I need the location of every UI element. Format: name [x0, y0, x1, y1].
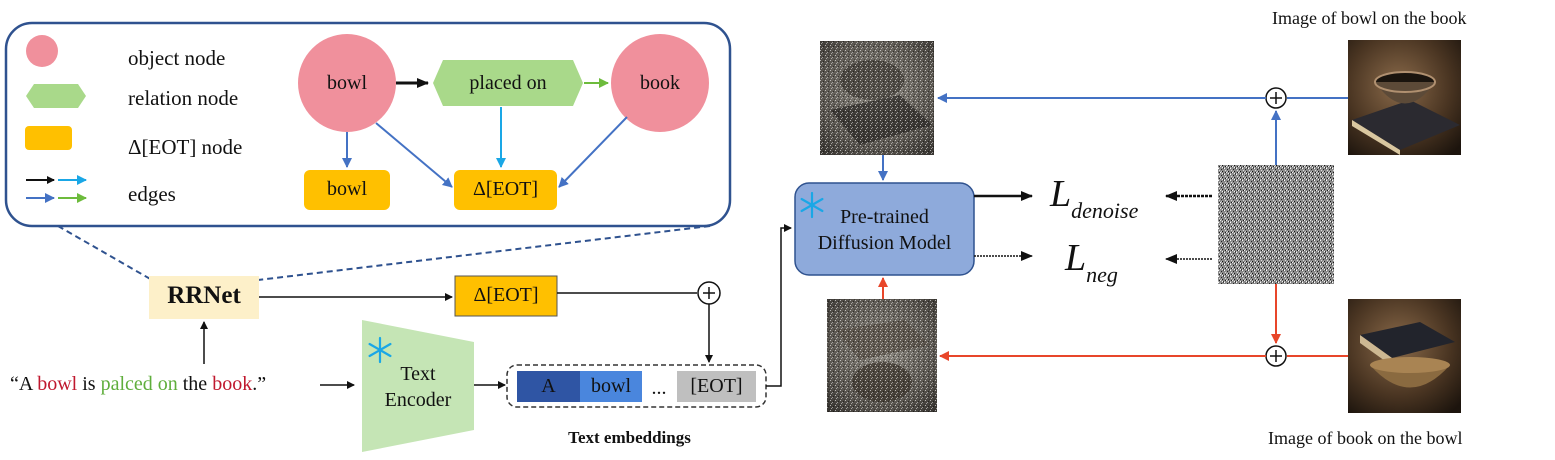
token-a	[517, 371, 580, 402]
legend-object-node-label: object node	[128, 46, 226, 70]
token-a-label: A	[541, 375, 556, 397]
subject-node-label: bowl	[327, 72, 367, 94]
subject-child-node	[304, 170, 390, 210]
legend-relation-node-label: relation node	[128, 86, 239, 110]
delta-eot-box	[454, 275, 558, 317]
text-prompt: “A bowl is palced on the book.”	[10, 373, 266, 396]
rrnet-box	[149, 276, 259, 319]
snowflake-icon	[368, 336, 392, 364]
text-encoder-line2: Encoder	[384, 389, 452, 411]
plus-circle-icon	[1265, 87, 1287, 109]
prompt-relation: palced on	[100, 373, 178, 395]
arrow-embeddings-to-diffusion	[766, 224, 792, 387]
embeddings-caption: Text embeddings	[568, 428, 691, 447]
text-encoder-line1: Text	[400, 363, 436, 385]
object-node-label: book	[640, 72, 680, 94]
diffusion-model-box	[794, 182, 975, 276]
legend-edges-label: edges	[128, 182, 176, 206]
object-object-node	[611, 34, 709, 132]
delta-eot-label: Δ[EOT]	[473, 284, 539, 306]
loss-neg-subscript: neg	[1086, 262, 1118, 287]
gaussian-noise-image	[1218, 165, 1334, 284]
legend-relation-node-swatch	[26, 84, 86, 108]
noisy-negative-image	[827, 299, 937, 412]
positive-image-caption: Image of bowl on the book	[1272, 8, 1467, 28]
token-eot	[677, 371, 756, 402]
loss-denoise-subscript: denoise	[1071, 198, 1139, 223]
positive-photo	[1348, 40, 1461, 155]
prompt-subject: bowl	[37, 373, 78, 395]
prompt-segment: the	[177, 373, 213, 395]
relation-node-label: placed on	[469, 72, 547, 94]
prompt-segment: is	[77, 373, 101, 395]
loss-denoise-symbol: L	[1050, 173, 1072, 215]
legend-eot-node-label: Δ[EOT] node	[128, 135, 243, 159]
loss-neg-symbol: L	[1065, 237, 1087, 279]
eot-graph-node	[454, 170, 557, 210]
noisy-positive-image	[820, 41, 934, 155]
token-eot-label: [EOT]	[690, 375, 743, 397]
diffusion-line2: Diffusion Model	[817, 232, 952, 254]
subject-object-node	[298, 34, 396, 132]
token-ellipsis-label: ...	[651, 377, 667, 399]
prompt-object: book	[212, 373, 253, 395]
edge-object-eot	[558, 116, 628, 188]
plus-circle-icon	[697, 281, 721, 305]
snowflake-icon	[800, 191, 824, 219]
eot-graph-node-label: Δ[EOT]	[472, 178, 539, 200]
text-encoder-block	[362, 320, 474, 452]
plus-circle-icon	[1265, 345, 1287, 367]
zoom-line-left	[57, 225, 153, 281]
negative-image-caption: Image of book on the bowl	[1268, 428, 1463, 448]
zoom-line-right	[257, 225, 711, 281]
legend-eot-node-swatch	[25, 126, 72, 150]
loss-neg: Lneg	[1065, 236, 1118, 287]
prompt-segment: .”	[252, 373, 267, 395]
token-bowl	[580, 371, 642, 402]
relation-node	[433, 60, 583, 106]
token-bowl-label: bowl	[591, 375, 631, 397]
rrnet-label: RRNet	[167, 282, 241, 309]
legend-object-node-swatch	[26, 35, 58, 67]
prompt-segment: “A	[10, 373, 38, 395]
edge-subject-eot	[375, 122, 453, 188]
negative-photo	[1348, 299, 1461, 413]
subject-child-label: bowl	[327, 178, 367, 200]
loss-denoise: Ldenoise	[1050, 172, 1138, 223]
diffusion-line1: Pre-trained	[840, 206, 929, 228]
